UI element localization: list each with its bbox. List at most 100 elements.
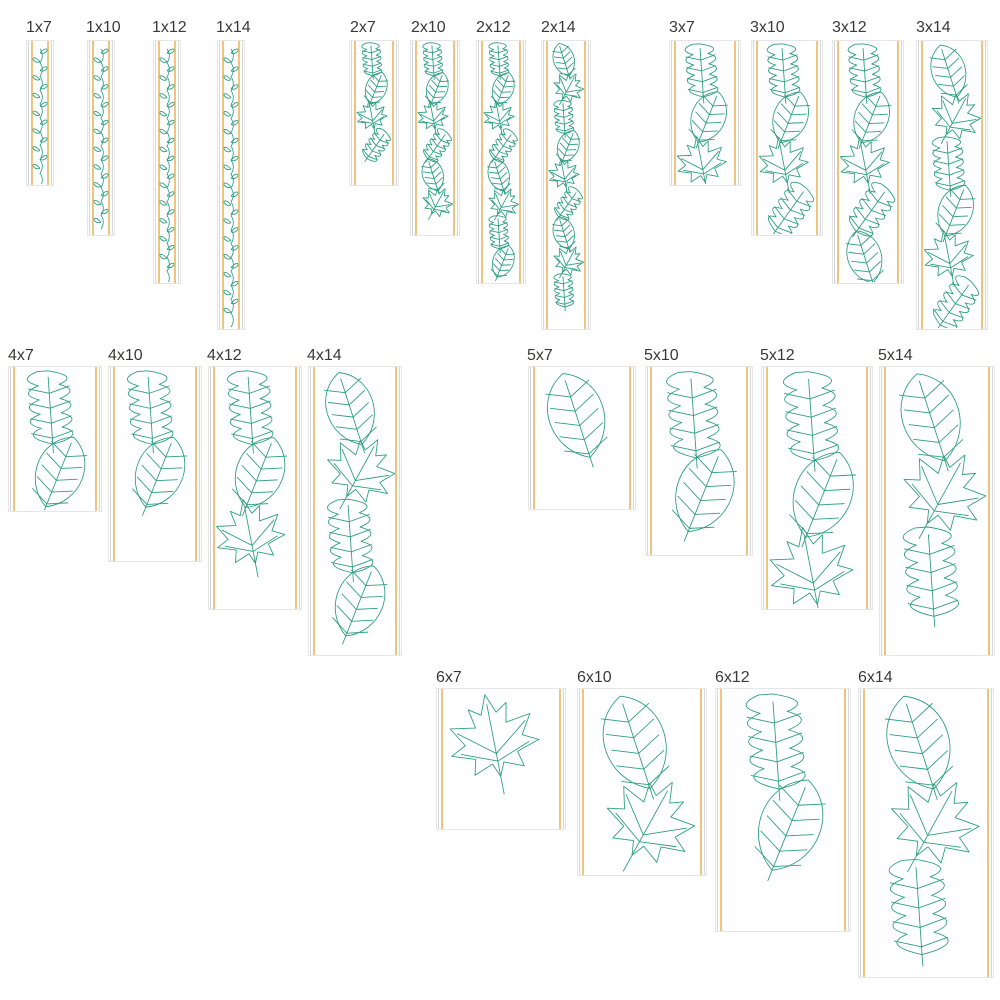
leaf-vein <box>628 702 650 723</box>
leaf-vein <box>355 474 389 482</box>
maple-outline <box>903 454 987 531</box>
leaf-midrib <box>803 536 822 609</box>
leaf-vein <box>492 90 500 98</box>
embroidery-strip <box>645 366 753 556</box>
leaf-vein <box>942 320 958 328</box>
leaf-design <box>676 43 729 185</box>
leaf-vein <box>566 262 582 266</box>
leaf-vein <box>811 407 837 418</box>
leaf-motif <box>848 182 896 238</box>
right-rail <box>47 41 49 185</box>
leaf-vein <box>496 79 505 88</box>
leaf-vein <box>372 96 382 98</box>
leaf-motif <box>770 91 811 149</box>
leaf-vein <box>567 203 578 208</box>
leaf-vein <box>932 149 948 154</box>
leaf-vein <box>499 74 507 82</box>
size-label: 6x14 <box>858 669 893 686</box>
right-rail <box>633 367 634 509</box>
leaf-vein <box>371 55 382 60</box>
vine-leaf <box>93 128 102 135</box>
right-rail <box>392 41 394 185</box>
leaf-vein <box>777 111 789 124</box>
leaf-vein <box>439 80 450 82</box>
size-label: 2x7 <box>350 19 376 36</box>
leaf-vein <box>423 148 430 158</box>
leaf-vein <box>905 566 932 574</box>
leaf-vein <box>687 88 704 94</box>
leaf-motif <box>839 136 890 194</box>
leaf-motif <box>226 370 274 454</box>
leaf-vein <box>956 206 972 209</box>
leaf-vein <box>375 145 386 150</box>
right-rail <box>901 41 902 283</box>
leaf-vein <box>846 170 867 176</box>
leaf-vein <box>812 551 841 584</box>
leaf-midrib <box>860 142 871 194</box>
leaf-stitching <box>676 43 729 185</box>
leaf-vein <box>433 74 441 82</box>
left-rail <box>650 367 652 555</box>
leaf-vein <box>559 250 567 266</box>
leaf-vein <box>809 389 835 400</box>
leaf-midrib <box>801 459 838 548</box>
leaf-vein <box>161 467 183 470</box>
vine-stem <box>230 48 234 328</box>
leaf-vein <box>555 61 566 64</box>
right-rail <box>178 41 179 283</box>
leaf-vein <box>501 204 517 208</box>
size-label: 4x14 <box>307 347 342 364</box>
leaf-vein <box>27 388 50 394</box>
leaf-vein <box>564 293 574 298</box>
leaf-vein <box>498 55 509 61</box>
leaf-design <box>666 371 737 542</box>
leaf-vein <box>692 388 717 399</box>
leaf-vein <box>127 388 150 394</box>
vine-leaf <box>230 66 239 72</box>
leaf-vein <box>778 771 806 782</box>
leaf-vein <box>498 166 506 174</box>
vine-leaf <box>93 146 102 152</box>
leaf-vein <box>231 433 253 439</box>
vine-leaf <box>230 191 239 197</box>
leaf-vein <box>221 529 253 546</box>
left-rail <box>415 41 417 235</box>
leaf-vein <box>922 734 943 754</box>
leaf-vein <box>324 389 346 394</box>
leaf-vein <box>864 65 880 72</box>
leaf-vein <box>671 509 690 529</box>
leaf-vein <box>497 102 507 104</box>
leaf-vein <box>351 543 372 553</box>
left-rail <box>763 367 764 609</box>
leaf-design <box>899 373 987 628</box>
vine-leaf <box>166 66 175 72</box>
left-rail <box>863 689 865 977</box>
leaf-vein <box>868 122 885 124</box>
leaf-motif <box>488 215 510 253</box>
leaf-vein <box>564 94 578 97</box>
leaf-vein <box>428 187 438 190</box>
stitch-area <box>324 372 396 645</box>
leaf-vein <box>930 563 956 573</box>
left-rail <box>533 367 535 509</box>
leaf-vein <box>705 121 722 124</box>
vine-leaf <box>166 119 175 126</box>
stitch-area <box>745 693 826 882</box>
leaf-vein <box>688 128 700 141</box>
leaf-vein <box>557 67 567 70</box>
stitch-area <box>884 695 980 967</box>
leaf-midrib <box>425 134 446 163</box>
leaf-motif <box>601 695 670 800</box>
leaf-motif <box>422 42 444 80</box>
vine-leaf <box>230 173 239 180</box>
vine-leaf <box>159 218 168 224</box>
vine-stem <box>166 48 170 283</box>
leaf-vein <box>812 456 831 477</box>
left-rail <box>313 367 315 655</box>
left-rail <box>92 41 94 235</box>
left-rail <box>921 41 923 329</box>
leaf-vein <box>250 441 267 458</box>
size-label: 5x12 <box>760 347 795 364</box>
size-label: 4x7 <box>8 347 34 364</box>
leaf-vein <box>486 113 500 122</box>
